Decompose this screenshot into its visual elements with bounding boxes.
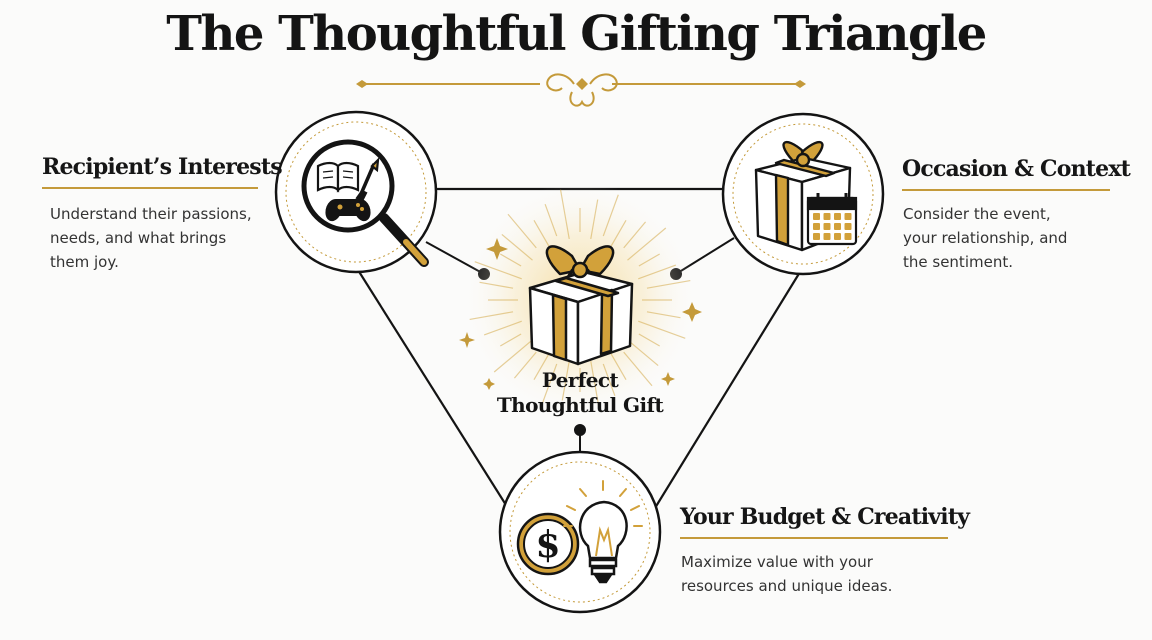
calendar-day bbox=[844, 223, 852, 230]
calendar-day bbox=[834, 223, 841, 230]
glow-ray bbox=[493, 339, 533, 373]
sparkle-icon bbox=[459, 332, 475, 348]
calendar-day bbox=[834, 233, 841, 240]
glow-ray bbox=[590, 360, 601, 411]
glow-ray bbox=[541, 363, 558, 406]
game-controller-icon bbox=[325, 199, 371, 222]
glow-ray bbox=[500, 253, 522, 267]
calendar-day bbox=[813, 233, 820, 240]
title-ornament bbox=[356, 73, 806, 107]
gift-box-icon bbox=[754, 141, 852, 252]
glow-ray bbox=[483, 320, 522, 336]
calendar-day bbox=[813, 213, 820, 220]
occasion-heading: Occasion & Context bbox=[902, 156, 1131, 182]
perfect-gift-icon bbox=[528, 245, 634, 366]
glow-rays bbox=[469, 189, 691, 411]
glow-ray bbox=[610, 220, 627, 247]
glow-ray bbox=[646, 311, 681, 319]
glow-ray bbox=[544, 203, 558, 237]
glow-ray bbox=[590, 199, 599, 240]
sparkle-icon bbox=[483, 378, 495, 390]
glow-ray bbox=[559, 189, 570, 240]
center-label: Perfect Thoughtful Gift bbox=[496, 368, 664, 417]
book-icon bbox=[316, 161, 360, 193]
calendar-day bbox=[844, 213, 852, 220]
glow-ray bbox=[500, 333, 522, 347]
calendar-icon bbox=[806, 193, 858, 246]
glow-ray bbox=[513, 351, 537, 379]
glow-ray bbox=[623, 351, 653, 387]
glow-ray bbox=[646, 279, 691, 289]
sparkles bbox=[459, 238, 702, 390]
glow-ray bbox=[627, 227, 667, 261]
svg-text:$: $ bbox=[535, 524, 560, 566]
light-bulb-icon bbox=[563, 480, 643, 584]
glow-ray bbox=[638, 333, 660, 347]
budget-rule bbox=[680, 537, 948, 539]
glow-ray bbox=[479, 281, 514, 289]
sparkle-icon bbox=[682, 302, 702, 322]
calendar-day bbox=[823, 213, 831, 220]
occasion-description: Consider the event, your relationship, a… bbox=[903, 205, 1068, 271]
interests-heading: Recipient’s Interests bbox=[42, 154, 283, 180]
glow-ray bbox=[610, 353, 627, 380]
glow-ray bbox=[638, 264, 677, 280]
glow-ray bbox=[474, 261, 522, 280]
sparkle-icon bbox=[486, 238, 508, 260]
glow-ray bbox=[638, 253, 660, 267]
dollar-coin-icon: $ bbox=[516, 512, 580, 576]
glow-ray bbox=[501, 233, 533, 261]
glow-ray bbox=[627, 339, 659, 367]
occasion-rule bbox=[902, 189, 1110, 191]
interests-rule bbox=[42, 187, 258, 189]
sparkle-icon bbox=[661, 372, 675, 386]
glow-ray bbox=[602, 363, 616, 397]
budget-description: Maximize value with your resources and u… bbox=[681, 553, 893, 595]
calendar-day bbox=[823, 223, 831, 230]
glow-ray bbox=[638, 320, 686, 339]
glow-ray bbox=[623, 221, 647, 249]
paintbrush-icon bbox=[355, 157, 380, 203]
glow-ray bbox=[469, 311, 514, 321]
budget-heading: Your Budget & Creativity bbox=[680, 504, 970, 530]
calendar-day bbox=[823, 233, 831, 240]
calendar-day bbox=[813, 223, 820, 230]
glow-ray bbox=[507, 213, 537, 249]
glow-ray bbox=[533, 220, 550, 247]
glow-ray bbox=[561, 360, 570, 401]
interests-description: Understand their passions, needs, and wh… bbox=[50, 205, 252, 271]
page-title: The Thoughtful Gifting Triangle bbox=[166, 6, 987, 62]
calendar-day bbox=[834, 213, 841, 220]
calendar-day bbox=[844, 233, 852, 240]
glow-ray bbox=[602, 194, 619, 237]
glow-ray bbox=[533, 353, 550, 380]
